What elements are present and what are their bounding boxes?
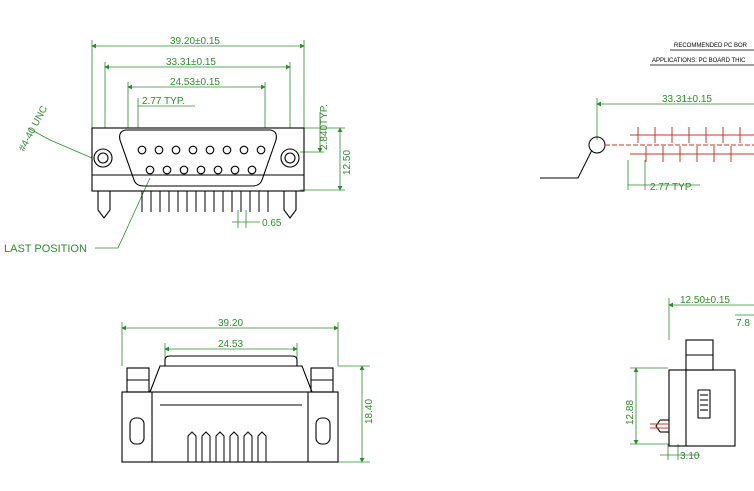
- bottom-dim-overall: 39.20: [218, 318, 243, 329]
- dim-shell-width: 24.53±0.15: [170, 77, 220, 88]
- recommended-note: RECOMMENDED PC BOR: [674, 43, 748, 49]
- side-dim-base: 3.10: [680, 451, 700, 462]
- side-dim-height: 12.88: [625, 400, 636, 425]
- dim-mount-width: 33.31±0.15: [166, 57, 216, 68]
- last-position-label: LAST POSITION: [4, 243, 87, 255]
- pcb-dim-mount: 33.31±0.15: [662, 94, 712, 105]
- dim-pin-width: 0.65: [262, 218, 282, 229]
- side-dim-depth: 12.50±0.15: [680, 295, 730, 306]
- dim-row-spacing: 2.840TYP.: [319, 104, 330, 150]
- pcb-dim-pitch: 2.77 TYP.: [650, 182, 693, 193]
- pcb-hole-pattern: [605, 127, 754, 162]
- bottom-dim-height: 18.40: [364, 399, 375, 424]
- thread-label: #4-40 UNC: [17, 104, 50, 153]
- dim-pin-pitch: 2.77 TYP.: [142, 96, 185, 107]
- dim-height: 12.50: [342, 150, 353, 175]
- pcb-layout-view: RECOMMENDED PC BOR APPLICATIONS: PC BOAR…: [540, 43, 754, 193]
- side-dim-partial: 7.8: [736, 318, 750, 329]
- side-view: 12.50±0.15 7.8 12.88 3.10: [625, 295, 754, 462]
- dim-overall-width: 39.20±0.15: [170, 36, 220, 47]
- front-view: 39.20±0.15 33.31±0.15 24.53±0.15 2.77 TY…: [4, 36, 353, 255]
- bottom-view: 39.20 24.53 18.40: [121, 318, 375, 463]
- bottom-dim-shell: 24.53: [218, 339, 243, 350]
- applications-note: APPLICATIONS: PC BOARD THIC: [652, 58, 746, 64]
